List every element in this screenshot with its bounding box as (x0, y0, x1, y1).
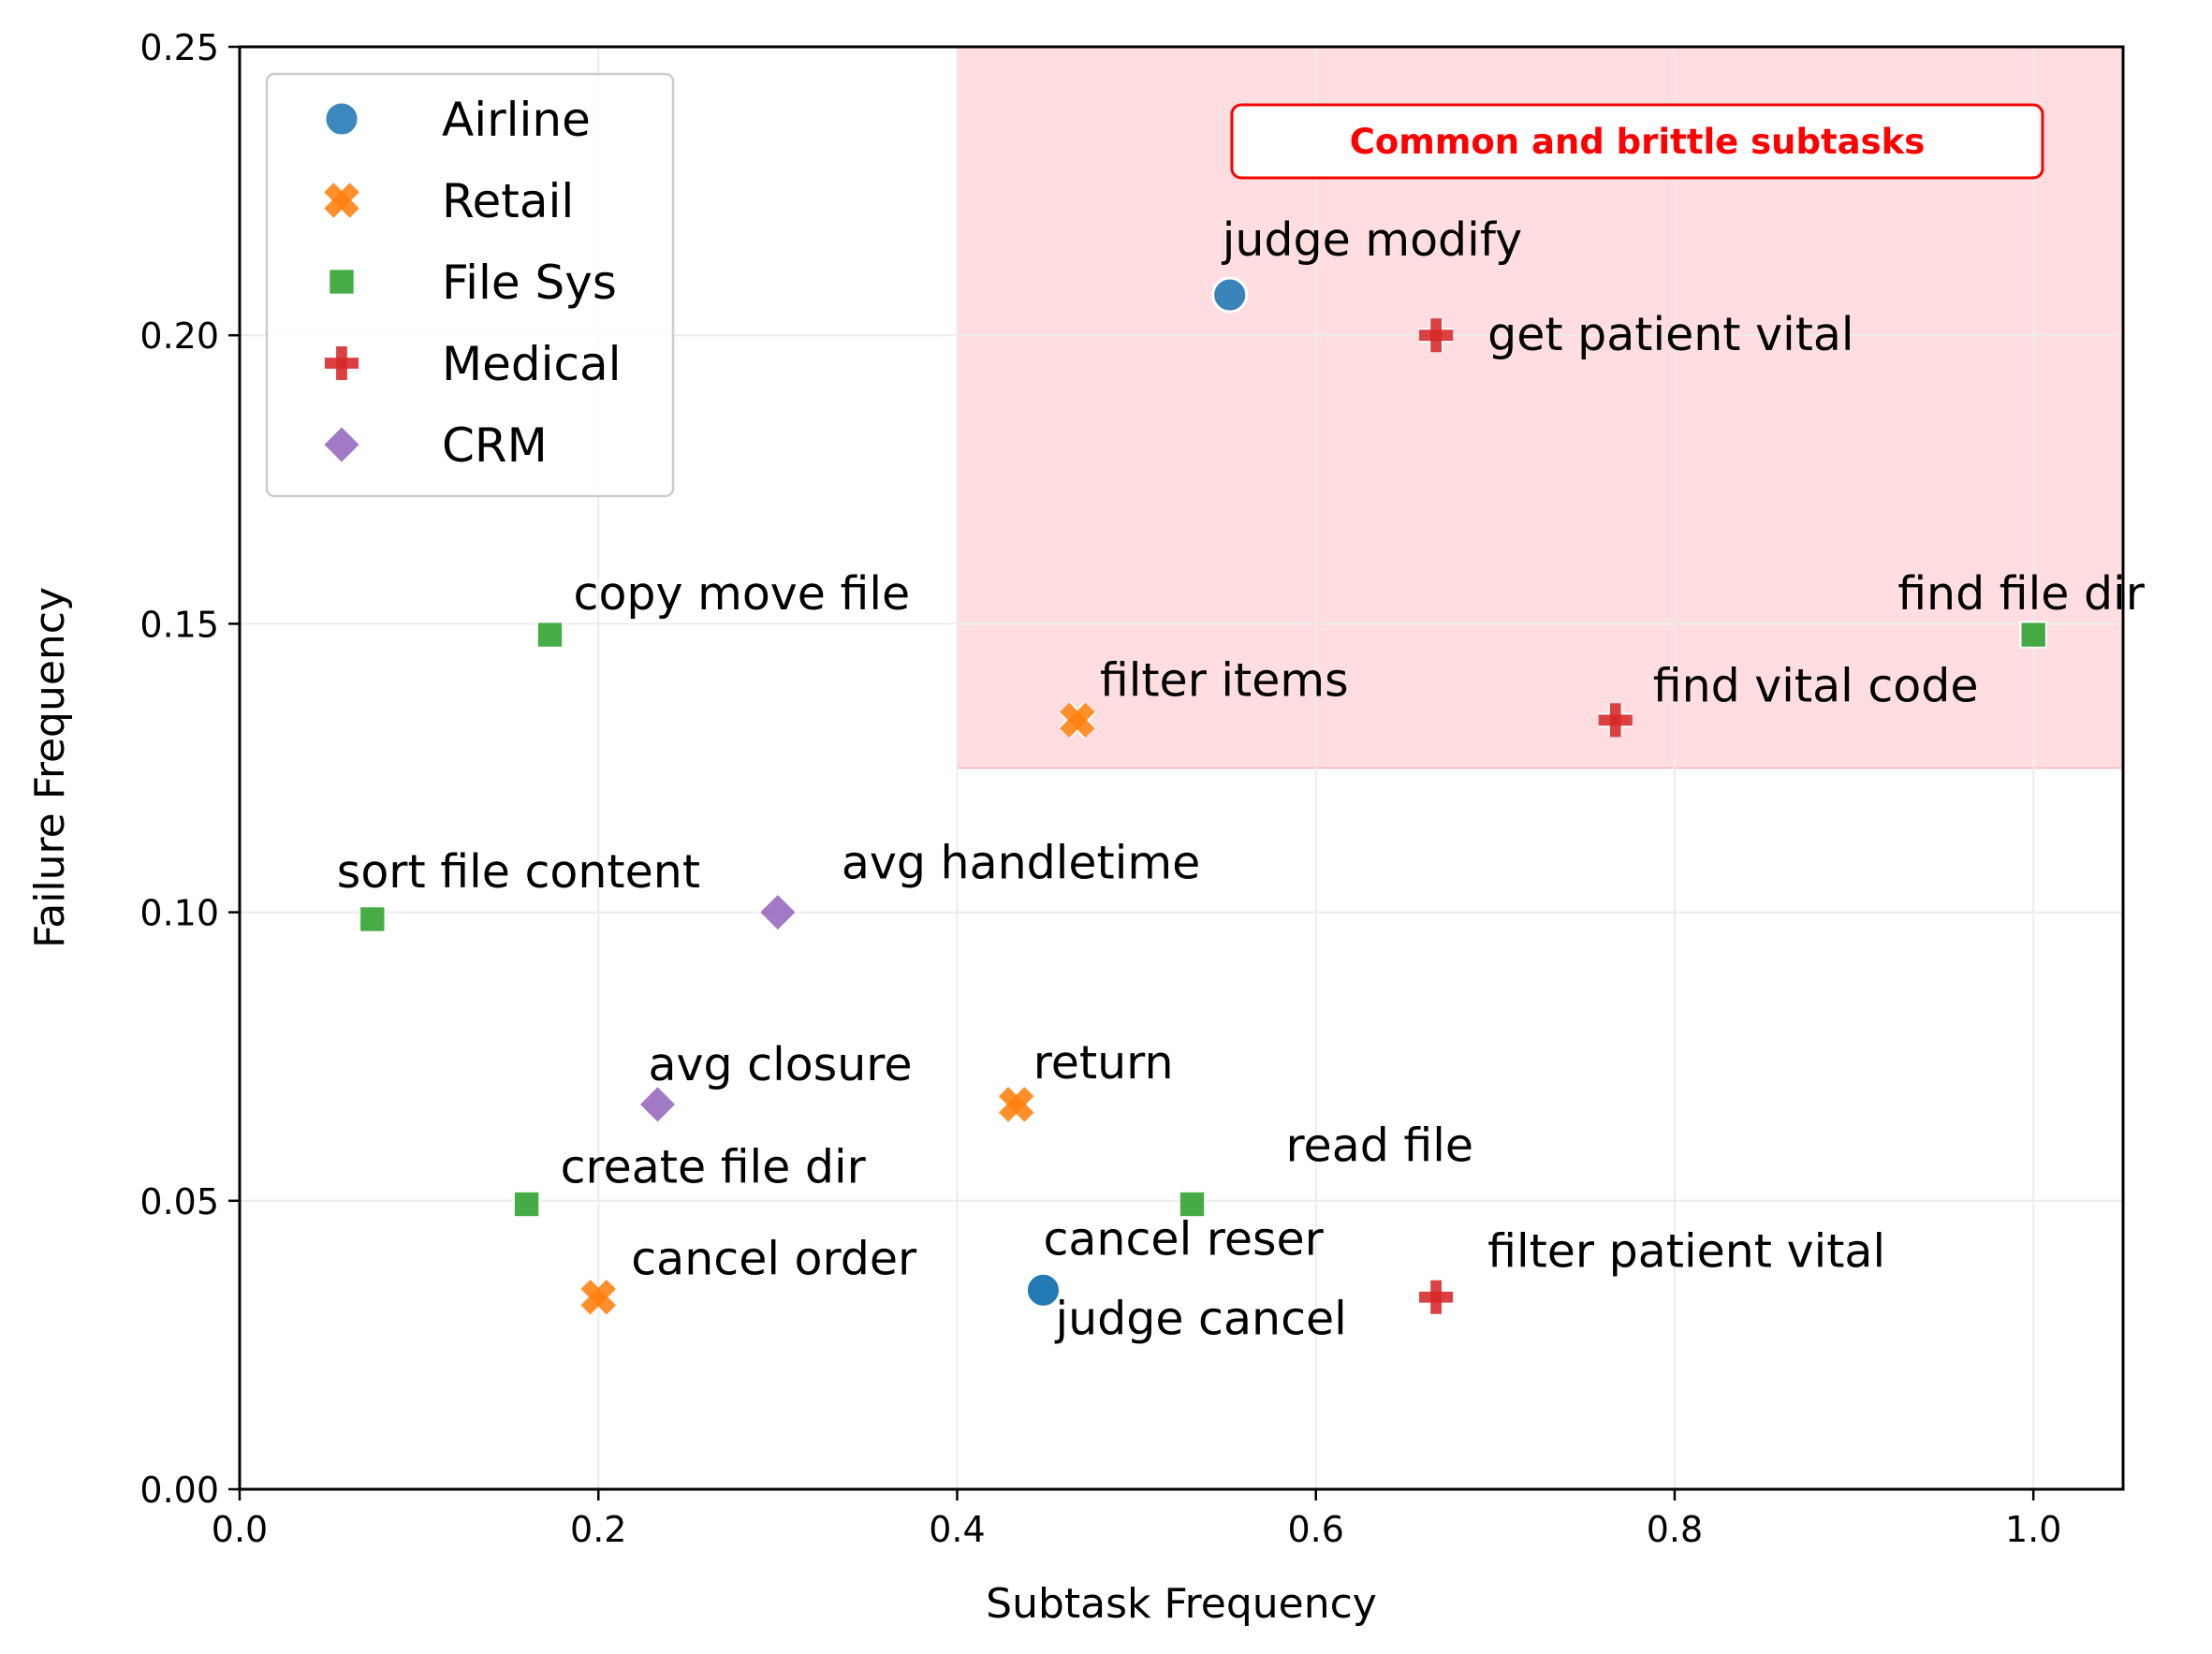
legend-label-crm: CRM (442, 418, 548, 473)
point-labels: judge modify cancel reser judge cancel filt… (337, 213, 2146, 1345)
point-filter-patient-vital (1419, 1280, 1454, 1314)
label-create-file-dir: create file dir (561, 1140, 867, 1193)
x-tick-label: 1.0 (2005, 1509, 2061, 1550)
y-tick-label: 0.20 (139, 315, 219, 357)
plot-frame (238, 45, 2125, 1491)
y-tick-label: 0.00 (139, 1470, 219, 1511)
label-find-file-dir: find file dir (1897, 567, 2146, 621)
label-get-patient-vital: get patient vital (1487, 308, 1853, 361)
legend-frame (265, 72, 675, 498)
point-judge-modify (1211, 276, 1249, 314)
region-label-border (1230, 103, 2044, 180)
point-avg-closure (637, 1084, 678, 1125)
label-sort-file-content: sort file content (337, 845, 700, 899)
label-copy-move-file: copy move file (574, 567, 911, 621)
x-tick-label: 0.4 (929, 1509, 985, 1550)
region-label-box: Common and brittle subtasks (1230, 103, 2044, 180)
y-tick-label: 0.15 (139, 604, 219, 645)
legend-marker-retail (322, 181, 361, 220)
legend-marker-airline (323, 100, 360, 138)
label-cancel-order: cancel order (631, 1233, 917, 1286)
label-cancel-reser: cancel reser (1043, 1212, 1324, 1266)
legend-label-airline: Airline (442, 93, 591, 147)
legend-marker-medical (324, 345, 359, 381)
label-judge-modify: judge modify (1222, 213, 1522, 267)
label-filter-patient-vital: filter patient vital (1487, 1225, 1885, 1279)
y-tick-label: 0.05 (139, 1181, 219, 1222)
x-tick-label: 0.0 (212, 1509, 268, 1550)
legend-label-file-sys: File Sys (442, 256, 617, 310)
point-copy-move-file (535, 621, 564, 649)
legend-marker-crm (321, 424, 362, 465)
label-find-vital-code: find vital code (1653, 659, 1979, 712)
legend-label-retail: Retail (442, 174, 574, 228)
legend-label-medical: Medical (442, 337, 622, 391)
point-read-file (1178, 1190, 1207, 1219)
axis-ticks: 0.0 0.2 0.4 0.6 0.8 1.0 0.00 0.05 0.10 0.15 0.20 0.… (139, 27, 2061, 1550)
data-points (359, 276, 2047, 1316)
label-return: return (1033, 1036, 1174, 1090)
x-tick-label: 0.8 (1647, 1509, 1703, 1550)
point-find-vital-code (1598, 703, 1633, 738)
label-avg-closure: avg closure (648, 1038, 912, 1091)
point-get-patient-vital (1419, 318, 1454, 353)
point-filter-items (1058, 701, 1096, 739)
label-judge-cancel: judge cancel (1054, 1292, 1346, 1345)
x-tick-label: 0.6 (1287, 1509, 1343, 1550)
point-sort-file-content (359, 905, 387, 933)
point-judge-cancel (1024, 1271, 1062, 1309)
label-avg-handletime: avg handletime (842, 837, 1200, 890)
point-create-file-dir (512, 1190, 541, 1219)
y-tick-label: 0.10 (139, 893, 219, 934)
point-cancel-order (579, 1278, 618, 1316)
y-tick-label: 0.25 (139, 27, 219, 68)
y-axis-label: Failure Frequency (26, 587, 74, 948)
legend-marker-file-sys (328, 268, 356, 296)
label-filter-items: filter items (1100, 653, 1349, 707)
region-label: Common and brittle subtasks (1350, 122, 1926, 162)
label-read-file: read file (1285, 1119, 1473, 1172)
x-tick-label: 0.2 (570, 1509, 626, 1550)
point-avg-handletime (757, 892, 798, 932)
point-find-file-dir (2019, 621, 2047, 649)
point-return (997, 1085, 1035, 1123)
x-axis-label: Subtask Frequency (986, 1580, 1377, 1628)
